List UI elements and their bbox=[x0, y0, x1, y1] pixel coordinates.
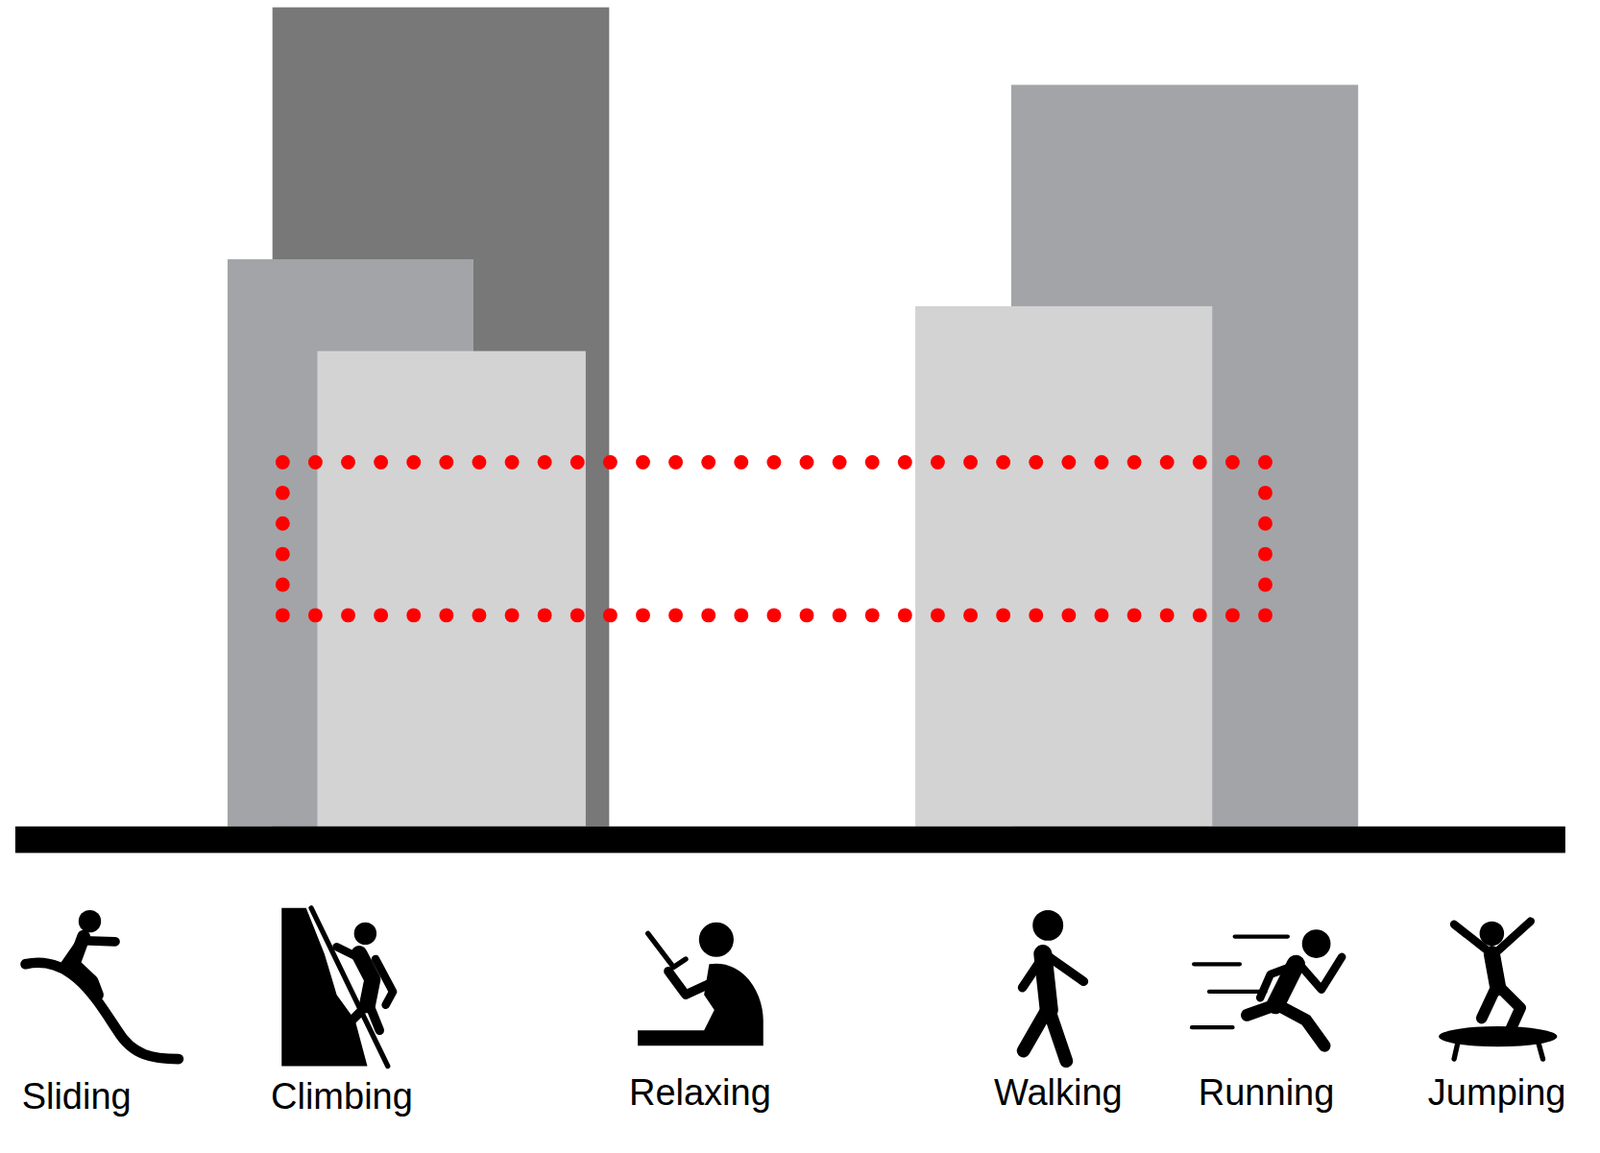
red-dot bbox=[603, 607, 618, 623]
red-dot bbox=[995, 607, 1011, 623]
red-dot bbox=[635, 455, 651, 470]
red-dot bbox=[701, 607, 716, 623]
front-building bbox=[316, 351, 585, 827]
red-dot bbox=[1160, 607, 1175, 623]
red-dot bbox=[340, 607, 356, 623]
red-dot bbox=[897, 455, 913, 470]
activity-label: Climbing bbox=[270, 1077, 413, 1118]
red-dot bbox=[832, 455, 848, 470]
red-dot bbox=[1225, 455, 1240, 470]
red-dot bbox=[537, 455, 553, 470]
red-dot bbox=[1127, 607, 1142, 623]
red-dot bbox=[308, 455, 323, 470]
red-dot bbox=[865, 607, 880, 623]
red-dot bbox=[963, 607, 978, 623]
red-dot bbox=[1258, 455, 1273, 470]
climbing-icon bbox=[281, 908, 393, 1067]
red-dot bbox=[832, 607, 848, 623]
red-dot bbox=[930, 455, 946, 470]
red-dot bbox=[275, 578, 291, 593]
relaxing-icon bbox=[637, 922, 764, 1047]
red-dot bbox=[537, 607, 553, 623]
red-dot bbox=[472, 607, 487, 623]
red-dot bbox=[1127, 455, 1142, 470]
red-dot bbox=[570, 455, 585, 470]
red-dot bbox=[603, 455, 618, 470]
red-dot bbox=[668, 607, 683, 623]
red-dot bbox=[1192, 455, 1208, 470]
red-dot bbox=[1028, 607, 1043, 623]
red-dot bbox=[438, 607, 454, 623]
red-dot bbox=[1258, 516, 1273, 532]
red-dot bbox=[275, 547, 291, 562]
red-dot bbox=[668, 455, 683, 470]
red-dot bbox=[766, 607, 781, 623]
front-building bbox=[915, 306, 1213, 827]
red-dot bbox=[1258, 578, 1273, 593]
activity-label: Sliding bbox=[22, 1077, 132, 1118]
tall-building bbox=[272, 7, 610, 827]
walking-icon bbox=[1022, 910, 1085, 1062]
red-dot bbox=[800, 607, 815, 623]
red-dot bbox=[1192, 607, 1208, 623]
red-dot bbox=[733, 607, 749, 623]
red-dot bbox=[505, 455, 520, 470]
activity-label: Running bbox=[1198, 1073, 1335, 1115]
red-dot bbox=[275, 516, 291, 532]
sliding-icon bbox=[25, 910, 179, 1060]
red-dot bbox=[275, 455, 291, 470]
red-dot bbox=[1160, 455, 1175, 470]
red-dot bbox=[406, 607, 421, 623]
red-dot bbox=[1061, 455, 1076, 470]
activity-label: Walking bbox=[993, 1073, 1123, 1115]
red-dot bbox=[1028, 455, 1043, 470]
red-dot bbox=[897, 607, 913, 623]
red-dot bbox=[865, 455, 880, 470]
red-dot bbox=[505, 607, 520, 623]
red-dot bbox=[406, 455, 421, 470]
activity-label: Relaxing bbox=[629, 1073, 772, 1115]
red-dot bbox=[963, 455, 978, 470]
red-dot bbox=[275, 485, 291, 501]
red-dot bbox=[275, 607, 291, 623]
red-dot bbox=[930, 607, 946, 623]
red-dot bbox=[1225, 607, 1240, 623]
red-dot bbox=[438, 455, 454, 470]
red-dot bbox=[1258, 607, 1273, 623]
red-dot bbox=[308, 607, 323, 623]
red-dot bbox=[373, 607, 388, 623]
jumping-icon bbox=[1438, 921, 1557, 1060]
red-dot bbox=[701, 455, 716, 470]
red-dot bbox=[373, 455, 388, 470]
red-dot bbox=[800, 455, 815, 470]
red-dot bbox=[1258, 547, 1273, 562]
red-dot bbox=[635, 607, 651, 623]
activity-label: Jumping bbox=[1428, 1073, 1567, 1115]
red-dot bbox=[1094, 607, 1110, 623]
red-dot bbox=[733, 455, 749, 470]
red-dot bbox=[766, 455, 781, 470]
red-dot bbox=[340, 455, 356, 470]
dotted-outline bbox=[275, 455, 1273, 623]
red-dot bbox=[1094, 455, 1110, 470]
running-icon bbox=[1191, 929, 1342, 1046]
red-dot bbox=[995, 455, 1011, 470]
red-dot bbox=[1061, 607, 1076, 623]
ground-bar bbox=[15, 826, 1566, 854]
red-dot bbox=[1258, 485, 1273, 501]
red-dot bbox=[472, 455, 487, 470]
red-dot bbox=[570, 607, 585, 623]
